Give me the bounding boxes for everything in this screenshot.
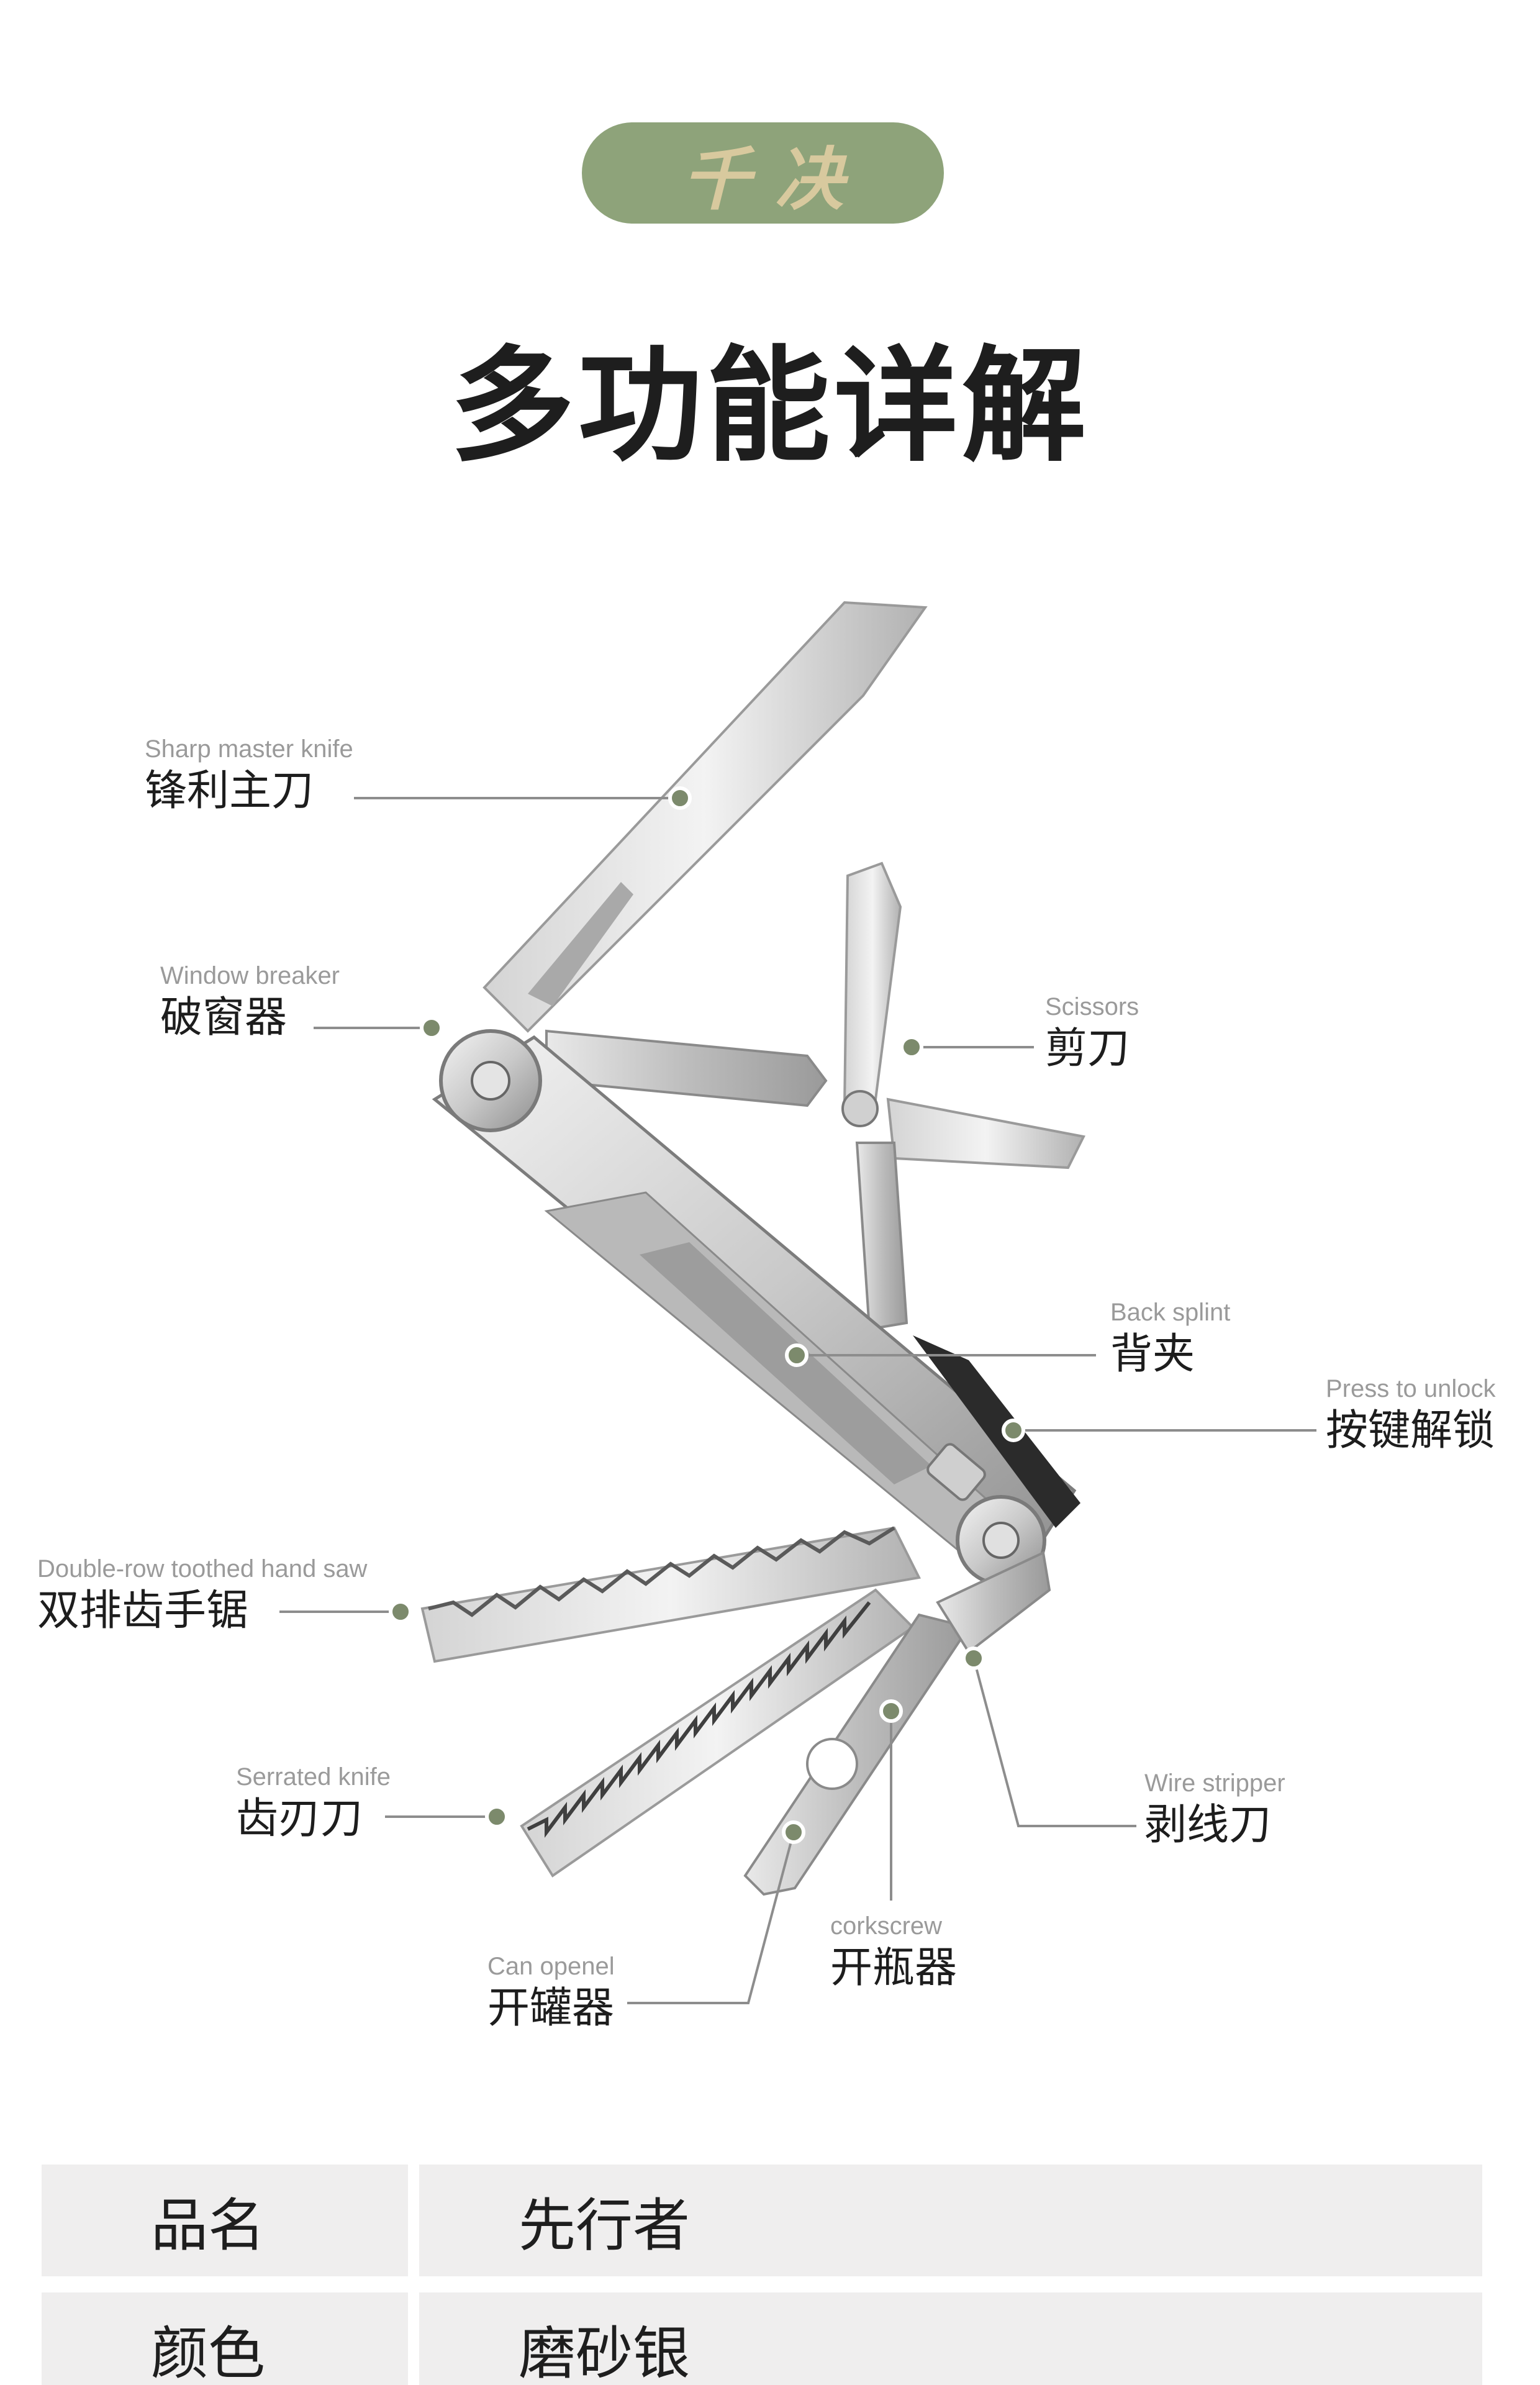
callout-dots [389,786,1025,1844]
spec-row-name: 品名 先行者 [42,2165,1482,2276]
callout-zh: 开罐器 [487,1984,615,2033]
multitool-illustration [279,601,1316,2004]
hand-saw-blade [420,1526,921,1663]
tool-handle [432,1035,1080,1580]
callout-en: Back splint [1110,1299,1231,1326]
callout-en: Can openel [487,1953,615,1980]
callout-window-breaker: Window breaker 破窗器 [160,960,340,1044]
callout-zh: 开瓶器 [830,1943,958,1992]
callout-zh: 齿刃刀 [236,1794,363,1843]
page-title: 多功能详解 [450,334,1090,479]
scissors-tool [545,861,1085,1331]
callout-zh: 按键解锁 [1326,1406,1495,1455]
callout-en: Sharp master knife [145,735,353,763]
callout-en: Press to unlock [1326,1375,1496,1402]
spec-table: 品名 先行者 颜色 磨砂银 [42,2165,1482,2385]
brand-name: 千决 [682,139,869,219]
callout-serrated-knife: Serrated knife 齿刃刀 [236,1761,391,1845]
callout-wire-stripper: Wire stripper 剥线刀 [1144,1767,1285,1851]
callout-en: Window breaker [160,962,340,989]
callout-zh: 剪刀 [1045,1024,1130,1073]
callout-en: Double-row toothed hand saw [37,1555,368,1583]
spec-label: 颜色 [42,2292,408,2385]
spec-label: 品名 [42,2165,408,2276]
spec-value: 先行者 [419,2165,1482,2276]
callout-en: Wire stripper [1144,1769,1285,1797]
spec-row-color: 颜色 磨砂银 [42,2292,1482,2385]
multitool-diagram: Sharp master knife 锋利主刀 Window breaker 破… [0,559,1540,2074]
callout-corkscrew: corkscrew 开瓶器 [830,1910,957,1994]
callout-en: Scissors [1045,993,1139,1020]
brand-pill: 千决 [582,122,944,224]
callout-master-knife: Sharp master knife 锋利主刀 [145,733,353,817]
callout-zh: 双排齿手锯 [37,1586,249,1635]
callout-zh: 剥线刀 [1144,1801,1272,1850]
leader-lines [279,797,1316,2004]
callout-press-unlock: Press to unlock 按键解锁 [1326,1373,1495,1457]
callout-hand-saw: Double-row toothed hand saw 双排齿手锯 [37,1553,367,1637]
callout-zh: 锋利主刀 [145,766,314,815]
callout-zh: 背夹 [1110,1330,1195,1379]
spec-value: 磨砂银 [419,2292,1482,2385]
callout-en: corkscrew [830,1912,943,1940]
master-knife-blade [482,601,928,1033]
callout-back-splint: Back splint 背夹 [1110,1296,1230,1381]
callout-zh: 破窗器 [160,993,288,1042]
callout-en: Serrated knife [236,1763,391,1791]
callout-scissors: Scissors 剪刀 [1045,991,1139,1075]
callout-can-opener: Can openel 开罐器 [487,1950,615,2035]
